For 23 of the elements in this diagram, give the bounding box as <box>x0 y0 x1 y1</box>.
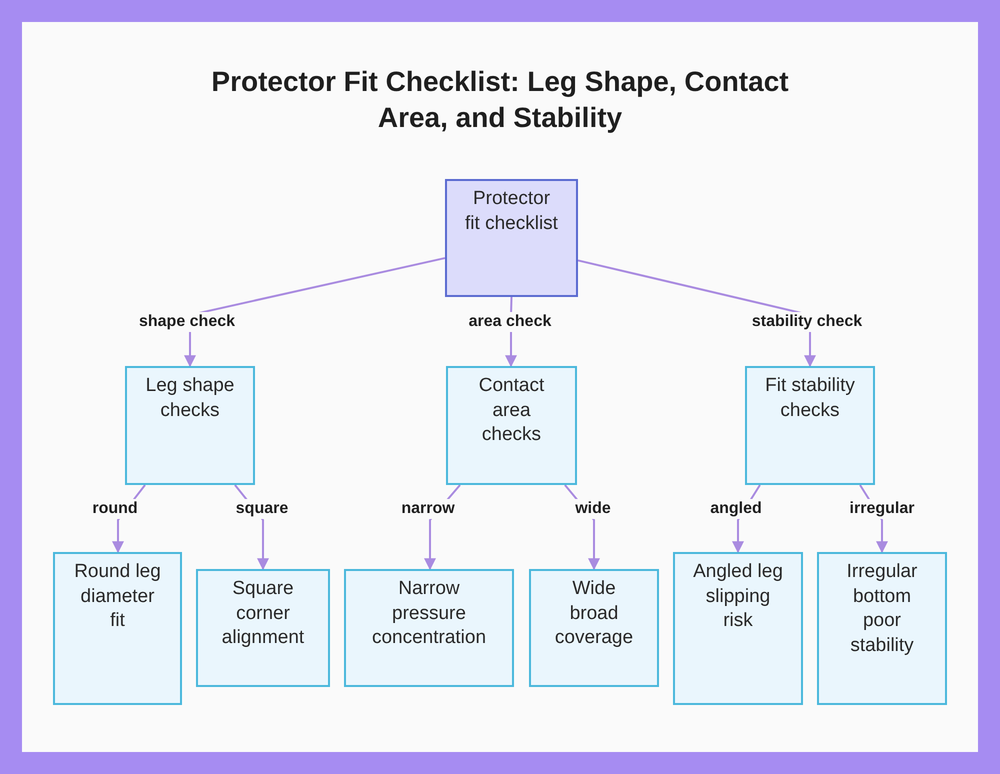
check-box <box>196 569 330 687</box>
check-box <box>446 366 577 485</box>
box-text: Contact area checks <box>478 374 546 447</box>
box-text: Protector fit checklist <box>465 187 558 236</box>
box-text: Narrow pressure concentration <box>370 577 488 650</box>
check-box <box>817 552 947 705</box>
box-text: Fit stability checks <box>765 374 855 422</box>
root-box <box>445 179 578 297</box>
check-box <box>344 569 514 687</box>
box-text: Leg shape checks <box>145 374 235 422</box>
box-text: Square corner alignment <box>220 577 306 650</box>
connector-arrow <box>184 257 446 368</box>
connector-arrow <box>578 259 816 368</box>
box-text: Wide broad coverage <box>554 577 634 650</box>
check-box <box>529 569 659 687</box>
box-text: Round leg diameter fit <box>73 560 162 633</box>
diagram-title: Protector Fit Checklist: Leg Shape, Contact Area, and Stability <box>210 65 790 135</box>
box-text: Angled leg slipping risk <box>693 560 783 633</box>
check-box <box>53 552 182 705</box>
check-box <box>673 552 803 705</box>
check-box <box>125 366 255 485</box>
check-box <box>745 366 875 485</box>
box-text: Irregular bottom poor stability <box>846 560 918 658</box>
